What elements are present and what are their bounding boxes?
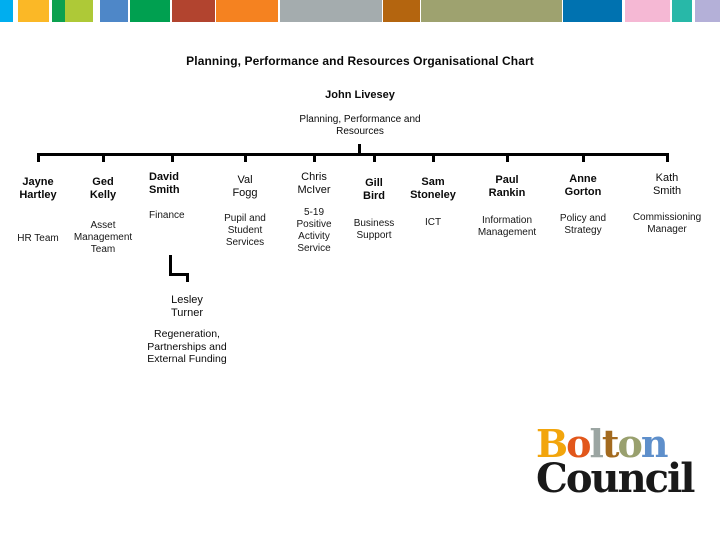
- org-node-paul-rankin: Paul Rankin Information Management: [475, 170, 539, 239]
- connector-tick: [582, 153, 585, 162]
- bar-segment: [280, 0, 382, 22]
- connector-tick: [432, 153, 435, 162]
- connector-tick: [171, 153, 174, 162]
- connector-tick: [373, 153, 376, 162]
- member-name: Gill Bird: [363, 177, 385, 202]
- logo-letter: B: [536, 421, 568, 466]
- connector-parent-tick: [358, 144, 361, 153]
- org-node-sam-stoneley: Sam Stoneley ICT: [401, 170, 465, 229]
- sub-connector-horizontal: [169, 273, 189, 276]
- bar-segment: [0, 0, 13, 22]
- logo-letter: l: [589, 421, 604, 466]
- org-node-david-smith: David Smith Finance: [149, 170, 219, 222]
- connector-tick: [244, 153, 247, 162]
- bar-segment: [563, 0, 622, 22]
- member-name: Paul Rankin: [488, 174, 526, 199]
- bar-segment: [100, 0, 128, 22]
- logo-letter: t: [601, 421, 620, 466]
- member-role: ICT: [424, 217, 442, 228]
- bar-segment: [421, 0, 562, 22]
- member-role: Commissioning Manager: [632, 212, 702, 235]
- logo-letter: o: [617, 421, 642, 466]
- connector-tick: [313, 153, 316, 162]
- member-name: Ged Kelly: [89, 176, 117, 201]
- member-name: Anne Gorton: [564, 173, 602, 198]
- bar-segment: [172, 0, 215, 22]
- bar-segment: [18, 0, 49, 22]
- bar-segment: [672, 0, 692, 22]
- connector-rail: [37, 153, 668, 156]
- bolton-council-logo-wordmark: Bolton: [536, 425, 668, 463]
- member-role: Information Management: [477, 215, 537, 238]
- bar-segment: [383, 0, 420, 22]
- member-name: Val Fogg: [232, 174, 258, 199]
- connector-tick: [102, 153, 105, 162]
- member-role: 5-19 Positive Activity Service: [296, 207, 332, 254]
- member-role: Policy and Strategy: [559, 213, 607, 236]
- bar-segment: [216, 0, 278, 22]
- org-node-gill-bird: Gill Bird Business Support: [342, 170, 406, 242]
- connector-tick: [37, 153, 40, 162]
- org-node-chris-mciver: Chris McIver 5-19 Positive Activity Serv…: [286, 170, 342, 255]
- member-role: Business Support: [353, 218, 395, 241]
- member-name: Chris McIver: [297, 171, 331, 196]
- bar-segment: [695, 0, 720, 22]
- page-title: Planning, Performance and Resources Orga…: [186, 54, 534, 68]
- org-node-jayne-hartley: Jayne Hartley HR Team: [6, 170, 70, 245]
- org-node-val-fogg: Val Fogg Pupil and Student Services: [213, 170, 277, 249]
- sub-node-role: Regeneration, Partnerships and External …: [147, 328, 227, 365]
- org-node-anne-gorton: Anne Gorton Policy and Strategy: [551, 170, 615, 237]
- connector-tick: [506, 153, 509, 162]
- sub-connector-tick: [186, 276, 189, 282]
- sub-node-name: Lesley Turner: [171, 294, 203, 319]
- top-color-bar: [0, 0, 720, 22]
- bar-gap: [93, 0, 100, 22]
- sub-connector-vertical: [169, 255, 172, 276]
- member-role: HR Team: [17, 233, 59, 244]
- root-node-name: John Livesey: [325, 89, 395, 101]
- member-role: Finance: [149, 210, 185, 221]
- org-node-ged-kelly: Ged Kelly Asset Management Team: [71, 170, 135, 256]
- member-name: Kath Smith: [652, 172, 682, 197]
- bar-segment: [65, 0, 93, 22]
- bar-segment: [625, 0, 670, 22]
- org-node-kath-smith: Kath Smith Commissioning Manager: [629, 170, 705, 236]
- bar-segment: [130, 0, 170, 22]
- member-name: Sam Stoneley: [410, 176, 456, 201]
- logo-letter: o: [566, 421, 591, 466]
- bolton-council-logo-council: Council: [536, 455, 695, 502]
- member-name: Jayne Hartley: [19, 176, 57, 201]
- member-role: Pupil and Student Services: [224, 213, 266, 248]
- connector-tick: [666, 153, 669, 162]
- logo-letter: n: [640, 421, 669, 466]
- bar-segment: [52, 0, 65, 22]
- member-name: David Smith: [149, 171, 180, 196]
- member-role: Asset Management Team: [73, 220, 133, 255]
- root-node-unit: Planning, Performance and Resources: [299, 114, 421, 137]
